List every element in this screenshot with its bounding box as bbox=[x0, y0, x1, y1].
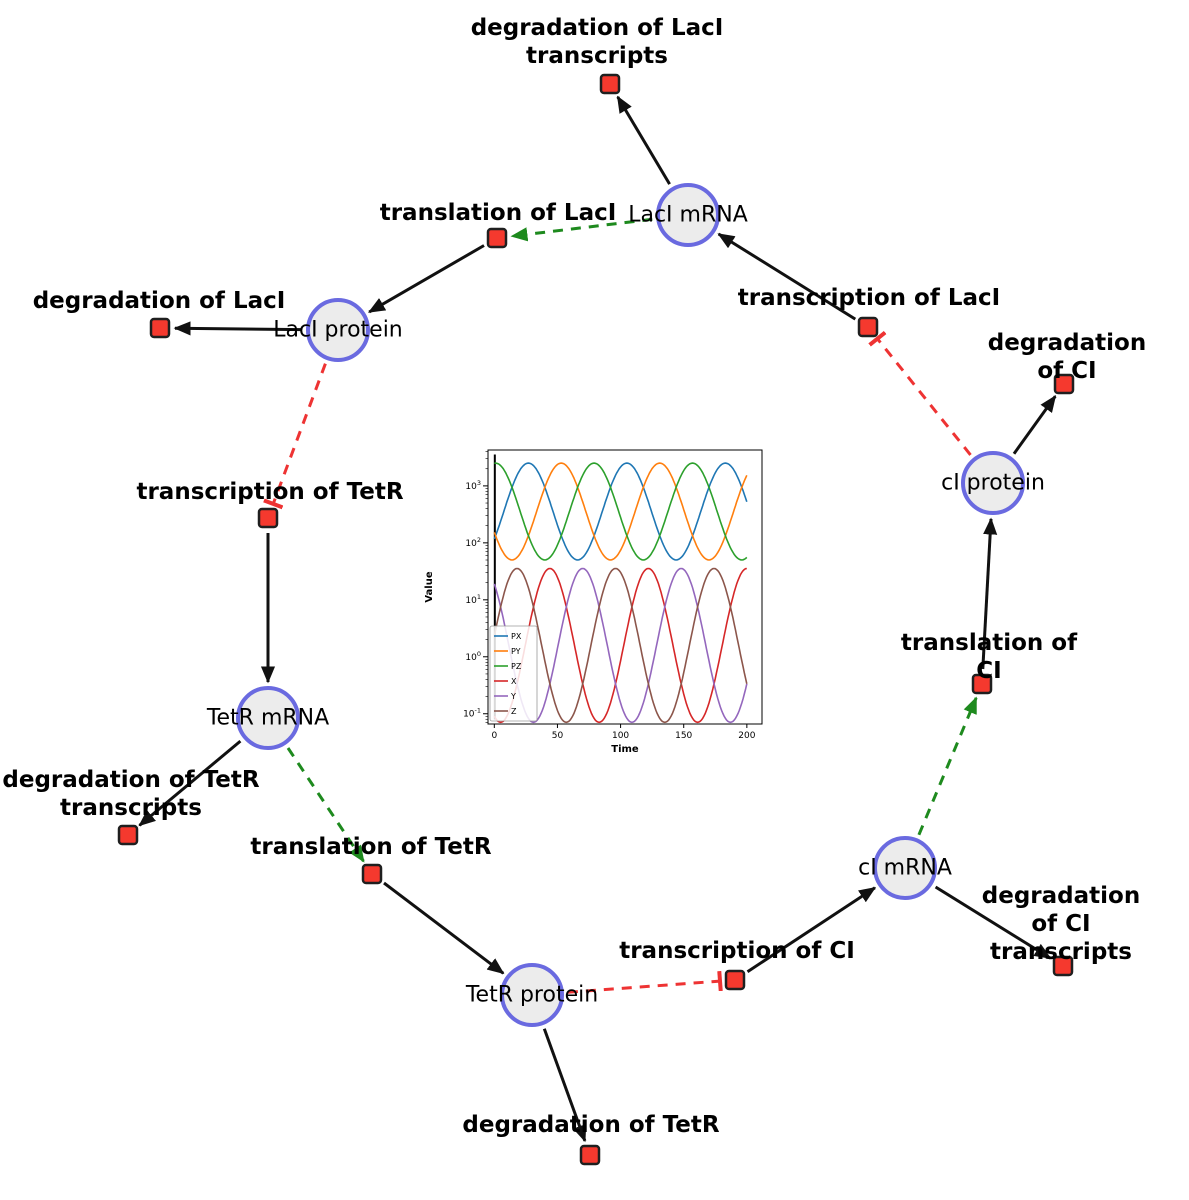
reactant-edge-laci-protein-to-deg-laci bbox=[173, 321, 303, 336]
reaction-node-transcription-tetr[interactable] bbox=[257, 507, 279, 529]
x-tick-label: 50 bbox=[552, 731, 564, 741]
reaction-node-translation-ci[interactable] bbox=[971, 673, 993, 695]
y-tick-label: 102 bbox=[465, 536, 481, 549]
chart-series-Z bbox=[493, 567, 748, 724]
legend-label-Z: Z bbox=[511, 707, 517, 716]
reaction-node-transcription-laci[interactable] bbox=[857, 316, 879, 338]
y-axis-title: Value bbox=[424, 571, 435, 602]
product-edge-transcription-laci-to-laci-mrna bbox=[717, 232, 857, 321]
legend-label-PZ: PZ bbox=[511, 662, 522, 671]
legend-label-X: X bbox=[511, 677, 517, 686]
x-tick-label: 0 bbox=[491, 731, 497, 741]
product-edge-translation-tetr-to-tetr-protein bbox=[383, 881, 505, 975]
reaction-node-deg-laci[interactable] bbox=[149, 317, 171, 339]
reaction-node-translation-laci[interactable] bbox=[486, 227, 508, 249]
y-tick-label: 101 bbox=[465, 593, 481, 606]
chart-series-PZ bbox=[494, 462, 748, 561]
reaction-node-deg-tetr[interactable] bbox=[579, 1144, 601, 1166]
reaction-node-transcription-ci[interactable] bbox=[724, 969, 746, 991]
legend-label-PX: PX bbox=[511, 632, 522, 641]
inhibition-edge-tetr-protein-to-transcription-ci bbox=[567, 970, 723, 994]
reaction-node-deg-tetr-tx[interactable] bbox=[117, 824, 139, 846]
y-tick-label: 10-1 bbox=[463, 707, 481, 720]
reactant-edge-ci-protein-to-deg-ci bbox=[1012, 395, 1057, 455]
product-edge-translation-laci-to-laci-protein bbox=[367, 244, 485, 314]
modifier-edge-ci-mrna-to-translation-ci bbox=[917, 696, 978, 836]
species-node-tetr-mrna[interactable] bbox=[236, 686, 300, 750]
species-node-ci-mrna[interactable] bbox=[873, 836, 937, 900]
product-edge-transcription-ci-to-ci-mrna bbox=[746, 886, 877, 973]
reactant-edge-tetr-protein-to-deg-tetr bbox=[542, 1028, 587, 1143]
chart-legend: PX PY PZ XYZ bbox=[489, 625, 538, 722]
reactant-edge-tetr-mrna-to-deg-tetr-tx bbox=[138, 739, 242, 827]
legend-label-Y: Y bbox=[510, 692, 516, 701]
x-tick-label: 150 bbox=[675, 731, 692, 741]
reactant-edge-ci-mrna-to-deg-ci-tx bbox=[934, 885, 1052, 960]
species-node-tetr-protein[interactable] bbox=[500, 963, 564, 1027]
species-node-ci-protein[interactable] bbox=[961, 451, 1025, 515]
species-node-laci-protein[interactable] bbox=[306, 298, 370, 362]
y-tick-label: 100 bbox=[465, 650, 481, 663]
modifier-edge-laci-mrna-to-translation-laci bbox=[510, 217, 653, 242]
reaction-node-deg-ci[interactable] bbox=[1053, 373, 1075, 395]
modifier-edge-tetr-mrna-to-translation-tetr bbox=[286, 747, 365, 863]
chart-series-PY bbox=[493, 462, 748, 561]
inhibition-edge-ci-protein-to-transcription-laci bbox=[868, 330, 972, 456]
x-axis-title: Time bbox=[611, 744, 639, 755]
reactant-edge-laci-mrna-to-deg-laci-tx bbox=[616, 95, 671, 185]
reaction-node-deg-laci-tx[interactable] bbox=[599, 73, 621, 95]
chart-series-X bbox=[493, 567, 747, 724]
y-tick-label: 103 bbox=[465, 479, 481, 492]
x-tick-label: 200 bbox=[738, 731, 755, 741]
reaction-node-deg-ci-tx[interactable] bbox=[1052, 955, 1074, 977]
inhibition-edge-laci-protein-to-transcription-tetr bbox=[263, 363, 327, 510]
legend-label-PY: PY bbox=[511, 647, 521, 656]
nodes-layer bbox=[117, 73, 1075, 1166]
legend-box bbox=[489, 625, 538, 722]
x-tick-label: 100 bbox=[612, 731, 629, 741]
product-edge-translation-ci-to-ci-protein bbox=[981, 517, 998, 670]
reaction-node-translation-tetr[interactable] bbox=[361, 863, 383, 885]
chart-series-PX bbox=[493, 462, 748, 561]
species-node-laci-mrna[interactable] bbox=[656, 183, 720, 247]
edges-layer bbox=[138, 95, 1057, 1143]
